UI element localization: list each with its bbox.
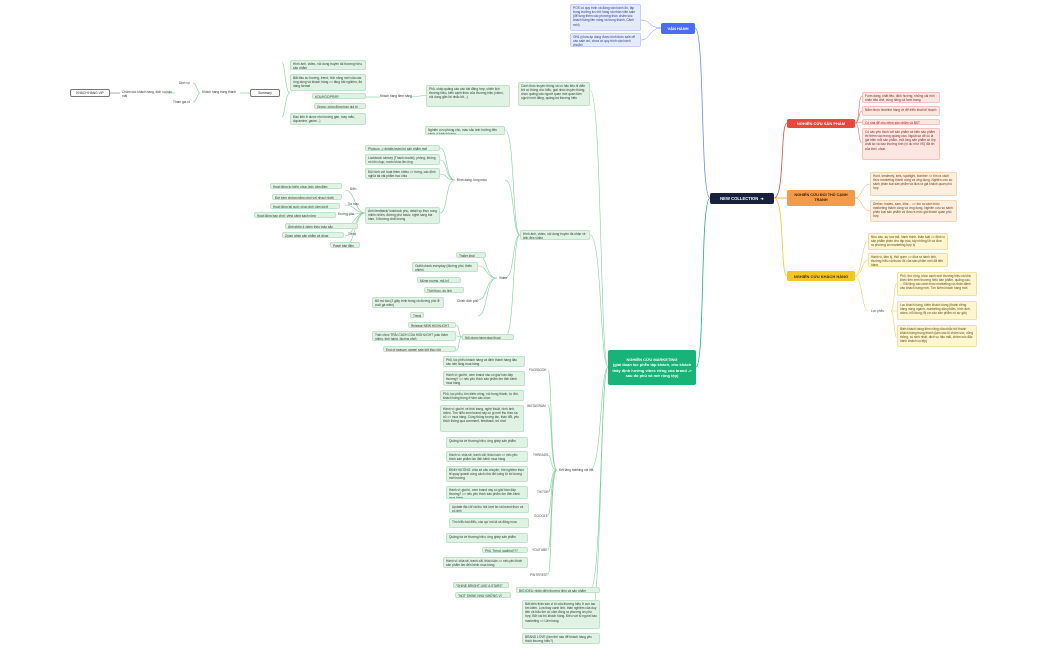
doi-hinh-node[interactable]: Đội hình với hoạt thêm nhiều => hưng, cá… — [365, 168, 440, 179]
shoot-zoom[interactable]: Zoom ghép sản phẩm và dòng — [282, 232, 344, 238]
google-item-2[interactable]: Tìm hiểu bài điểu, các sp/ mô tả và đăng… — [449, 518, 529, 528]
shoot-pasel[interactable]: Pasel bán điền — [330, 242, 360, 248]
video-mung[interactable]: Mừng rooms, m4-h4 — [417, 277, 461, 283]
platforms-label[interactable]: Kết tầng marking nội hội — [559, 468, 594, 472]
instagram-item-1[interactable]: Phủ, lọc phễu, tìm kiếm nông, nói trung … — [440, 390, 524, 401]
san-pham-timeline[interactable]: Nắm được timeline hàng về để triển khai … — [862, 106, 940, 116]
video-outfit[interactable]: Outfit check everyday (đường phố, thiên … — [412, 262, 478, 272]
facebook-item-2[interactable]: Hành vi: giai trí, xem brand nào có giá/… — [443, 371, 525, 386]
shoot-cuoi[interactable]: Hoạt động tại cuối: chụp ảnh, tấm dưới — [270, 203, 340, 209]
platform-google[interactable]: GOOGLE — [534, 514, 548, 518]
facebook-item-1[interactable]: Phủ, lọc phễu khách hàng và định thành h… — [443, 356, 525, 367]
van-hanh-pos[interactable]: POS có quy trình và đang vận hành ổn, tậ… — [570, 4, 641, 31]
cham-soc-node[interactable]: Chăm sóc khách hàng, dịch vụ hậu mãi — [122, 90, 172, 97]
platform-instagram[interactable]: INSTAGRAM — [527, 404, 546, 408]
loc-pheu-bien[interactable]: Biến khách hàng tiềm năng của nhắc trở t… — [897, 325, 977, 347]
shoot-bien[interactable]: Hoạt động tự biến: chụp ảnh, tấm điền — [270, 183, 342, 189]
platform-facebook[interactable]: FACEBOOK — [529, 368, 547, 372]
khach-trung-thanh[interactable]: Khách hàng trung thành — [202, 90, 237, 94]
big-idea-node[interactable]: BIG IDEA: nhận diện thương hiệu và sản p… — [516, 587, 600, 593]
hub-khach-hang[interactable]: NGHIÊN CỨU KHÁCH HÀNG — [787, 271, 855, 281]
threads-item-1[interactable]: Quảng bá về thương hiệu, ứng ghép sản ph… — [446, 437, 528, 448]
noi-dung-tran-chuc[interactable]: Trấn chức TRẢI CÁCH CỦA HIGHLIGHT (cấu t… — [372, 331, 456, 341]
doi-thu-dreher[interactable]: Dreher, hades, sam, kitor... => tìm ra c… — [870, 200, 957, 222]
video-du-lich[interactable]: Thời thực, du lịch — [424, 287, 464, 293]
threads-item-2[interactable]: Hành vi: chia sẻ, tranh cãi, thảo luận =… — [446, 451, 528, 462]
dinh-dang-tong-mau[interactable]: Định dạng, tông màu — [457, 178, 487, 182]
loc-pheu-phu[interactable]: Phủ, thứ rộng, khúc cạnh mới thương hiệu… — [897, 272, 977, 296]
shoot-tag-bien: Biển — [350, 187, 357, 191]
lookbook-node[interactable]: Lookbook rolesey (Thach model), phông, k… — [365, 154, 440, 165]
video-bo-mo[interactable]: Bổ mô tạo (2 giây trình trong và đường p… — [372, 297, 444, 308]
loc-pheu-label: Lọc phễu — [871, 309, 885, 313]
photocp-node[interactable]: Photocp -> details team bố sản phẩm mới — [365, 145, 440, 151]
big-idea-not-shine[interactable]: "NOT SHINE NHƯ NHỮNG VÌ SAO" — [455, 592, 511, 598]
shoot-ghep-video[interactable]: Ảnh ghép 4 video theo màu sắc — [285, 223, 358, 229]
doi-thu-hunt[interactable]: Hunt, smdemiy, keis, spotlight, bomber =… — [870, 172, 957, 196]
khach-hang-nhu-cau[interactable]: Nhu cầu, sự lựa mẫ, hành thính, thân luậ… — [868, 233, 948, 250]
hub-doi-thu[interactable]: NGHIÊN CỨU ĐỐI THỦ CẠNH TRANH — [787, 190, 855, 206]
hub-san-pham[interactable]: NGHIÊN CỨU SẢN PHẨM — [787, 119, 855, 128]
anh-feedback-node[interactable]: Ảnh feedback/ lookbook phụ, detail sp th… — [365, 207, 440, 224]
youtube-item-3[interactable]: Hành vi: chia sẻ, tranh cãi, thảo luận =… — [443, 557, 528, 568]
platform-youtube[interactable]: YOUTUBE — [532, 548, 548, 552]
phu-chap-node[interactable]: Phủ, chấp quảng cáo các bài đăng hợp, ch… — [426, 85, 510, 107]
tiktok-item-2[interactable]: Hành vi: giai trí, xem brand này có giá/… — [446, 486, 528, 499]
noi-dung-end-season[interactable]: End of season: game/ sale kết thúc bội — [383, 346, 456, 352]
khach-hang-vip[interactable]: KHÁCH HÀNG VIP — [70, 89, 110, 97]
summary-item-hinh-anh[interactable]: Hình ảnh, video, nội dung truyền tải thư… — [290, 60, 366, 70]
summary-item-dau-tien[interactable]: Đầu tiên ở dược nhu hướng gần, may mắn, … — [290, 113, 366, 125]
shoot-tag-duong-pho: Đường phố — [338, 212, 355, 216]
shoot-tag-sa-mac: Sa mạc — [348, 202, 359, 206]
center-node-new-collection[interactable]: NEW COLLECTION ➜ — [710, 193, 774, 204]
video-trend[interactable]: Trend — [410, 312, 424, 318]
youtube-item-1[interactable]: Quảng bá về thương hiệu, ứng ghép sản ph… — [446, 533, 528, 543]
big-idea-shine-bright[interactable]: "SHINE BRIGHT LIKE A STARS" — [453, 582, 509, 588]
cach-thuc-node[interactable]: Cách thức truyền thông và có hặc tiêu hỉ… — [518, 82, 590, 106]
platform-pinterest[interactable]: PINTEREST — [530, 573, 548, 577]
hinh-anh-video-node[interactable]: Hình ảnh, video, nội dung truyền tải nhậ… — [520, 230, 590, 240]
hub-van-hanh[interactable]: VẬN HÀNH — [661, 23, 695, 34]
video-chien-dich[interactable]: Chiến dịch phủ — [457, 299, 479, 303]
summary-item-group[interactable]: Group, cộng đồng trao giá trị — [314, 103, 366, 109]
tham-gia-node[interactable]: Tham gia ró — [173, 100, 191, 104]
video-trailer[interactable]: Trailer khai trương — [456, 252, 486, 258]
arrow-right-icon: ➜ — [760, 196, 764, 201]
loc-pheu-loc[interactable]: Lọc khách hàng, kiếm khách hàng (thành r… — [897, 301, 977, 320]
summary-node[interactable]: Summary — [250, 89, 280, 97]
noi-dung-release[interactable]: Release NEW HIGHLIGHT — [408, 322, 456, 328]
nghien-cuu-phong-node[interactable]: Nghiên cứu phòng chú, màu sắc ảnh hưởng … — [425, 126, 505, 135]
san-pham-form[interactable]: Form dáng, chất liệu, định hướng, những … — [862, 92, 940, 103]
video-node[interactable]: Video — [499, 276, 508, 280]
hub-marketing[interactable]: NGHIÊN CỨU MARKETING (giai đoạn lọc phễu… — [608, 350, 696, 385]
khach-tiem-nang[interactable]: Khách hàng tiềm năng — [380, 94, 412, 98]
shoot-tag-trend: Trend — [348, 232, 357, 236]
tiktok-item-1[interactable]: ĐỊNH HƯỚNG: chia sẻ câu chuyện, trải ngh… — [446, 466, 528, 482]
summary-item-kol[interactable]: KOL/KOC/PR/IR — [312, 93, 366, 99]
platform-threads[interactable]: THREADS — [533, 453, 549, 457]
bottom-brand-love[interactable]: BRAND LOVE (làm thế nào để khách hàng yê… — [522, 633, 600, 644]
khach-hang-hanh-vi[interactable]: Hành vi, tâm lý, thói quen => đưa ra hàn… — [868, 253, 948, 267]
van-hanh-onl[interactable]: ONL (chưa áp dụng được hình thức sale of… — [570, 33, 641, 47]
bottom-bat-bien[interactable]: Bất biến thân sâu ví tri của thương hiệu… — [522, 600, 600, 629]
san-pham-yeu-thich[interactable]: Có các yếu thích với sản phẩm và biến sả… — [862, 128, 940, 160]
platform-tiktok[interactable]: TIKTOK — [537, 490, 549, 494]
youtube-item-2[interactable]: Phủ, Trend, sapling??? — [482, 547, 528, 553]
summary-item-xu-huong[interactable]: Bắt đầu sự hướng, trend, tình năng mới c… — [290, 74, 366, 91]
shoot-night[interactable]: Đời kem chống nắng chơi với nhau/ night — [272, 194, 342, 200]
noi-dung-giao-thoai[interactable]: Nội dung hàng giao thoai — [462, 334, 514, 340]
san-pham-nha[interactable]: Có nhà để cho riêng sản phẩm và BST — [862, 119, 940, 125]
instagram-item-2[interactable]: Hành vi: giai trí về thời trang, nghệ th… — [440, 405, 524, 432]
google-item-1[interactable]: Update địa chỉ và thu hút lượt ản và bra… — [449, 503, 529, 513]
dich-vu-node[interactable]: Dịch vụ — [179, 81, 190, 85]
shoot-bao-choi[interactable]: Hoạt động bạo chơi: view cảng sạch rộng — [254, 212, 336, 218]
center-label: NEW COLLECTION — [720, 196, 759, 201]
